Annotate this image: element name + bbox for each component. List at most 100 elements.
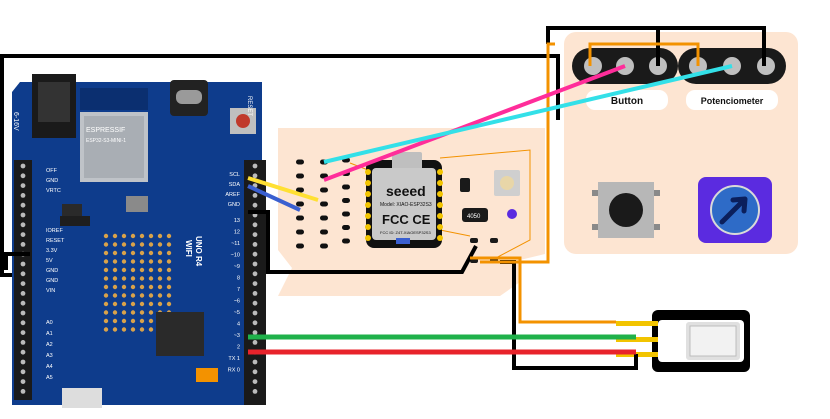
matrix-led: [130, 284, 136, 290]
pcb-trace: [439, 149, 531, 261]
matrix-led: [139, 233, 145, 239]
pcb-pad-column-right: [342, 157, 350, 244]
matrix-led: [166, 233, 172, 239]
matrix-led: [112, 293, 118, 298]
pcb-pad: [296, 215, 304, 221]
pcb-pad: [320, 201, 328, 207]
matrix-led: [148, 318, 154, 324]
header-pin: [20, 261, 26, 267]
right-pin-label: ~11: [231, 241, 240, 247]
arrow-icon: [719, 196, 748, 225]
pcb-pad: [320, 243, 328, 249]
header-pin: [20, 291, 26, 296]
header-pin: [20, 330, 26, 335]
header-pin: [20, 310, 26, 316]
header-pin: [252, 320, 258, 326]
pcb-pad: [320, 229, 328, 235]
header-pin: [252, 281, 258, 286]
left-pin-label: VRTC: [46, 188, 61, 194]
matrix-led: [130, 327, 136, 332]
matrix-led: [112, 318, 118, 324]
matrix-led: [148, 250, 154, 256]
matrix-led: [130, 293, 136, 298]
matrix-led: [166, 276, 172, 281]
wire-orange-led: [470, 256, 616, 324]
right-pin-label: RX 0: [228, 368, 240, 374]
matrix-led: [130, 242, 136, 247]
matrix-led: [121, 267, 127, 273]
pushbutton[interactable]: [592, 182, 660, 238]
right-pin-label: 2: [237, 345, 240, 351]
matrix-led: [130, 233, 136, 239]
left-pin-label: GND: [46, 278, 58, 284]
right-pin-label: SCL: [229, 172, 240, 178]
wire-blue-scl: [247, 184, 301, 212]
left-pin-label: A4: [46, 364, 53, 370]
header-pin: [252, 359, 258, 365]
left-pin-label: GND: [46, 268, 58, 274]
matrix-led: [157, 284, 163, 290]
wire-orange-button: [588, 42, 700, 66]
header-pin: [20, 242, 26, 247]
matrix-led: [103, 284, 109, 290]
header-pin: [20, 389, 26, 394]
matrix-led: [130, 318, 136, 324]
left-pin-label: RESET: [46, 238, 65, 244]
matrix-led: [112, 276, 118, 281]
matrix-led: [148, 310, 154, 315]
board-name-1: UNO R4: [194, 236, 203, 267]
wire-black-gnd-top: [0, 54, 560, 277]
header-pin: [20, 163, 26, 169]
xiao-pin: [437, 180, 443, 186]
xiao-pin: [437, 169, 443, 175]
pcb-pad: [320, 187, 328, 193]
matrix-led: [103, 293, 109, 298]
matrix-led: [148, 293, 154, 298]
matrix-led: [121, 284, 127, 290]
left-pin-label: 3.3V: [46, 248, 58, 254]
header-pin: [252, 261, 258, 267]
matrix-led: [112, 284, 118, 290]
right-pin-label: 7: [237, 287, 240, 293]
xiao-brand: seeed: [386, 183, 426, 199]
matrix-led: [148, 276, 154, 281]
right-pin-label: ~9: [234, 264, 240, 270]
header-pin: [20, 202, 26, 208]
header-pin: [20, 212, 26, 218]
wire-pink-button: [323, 64, 626, 182]
board-name-2: WIFI: [184, 240, 193, 257]
header-pin: [252, 340, 258, 345]
capacitor: [460, 178, 470, 192]
header-pin: [20, 320, 26, 326]
matrix-led: [139, 276, 145, 281]
left-pin-label: OFF: [46, 168, 58, 174]
pot-label: Potenciometer: [701, 96, 764, 106]
matrix-led: [148, 267, 154, 273]
pcb-pad: [296, 229, 304, 235]
left-pin-label: A5: [46, 375, 53, 381]
matrix-led: [139, 242, 145, 247]
matrix-led: [103, 242, 109, 247]
xiao-cert: FCC CE: [382, 212, 431, 227]
main-mcu-chip: [156, 312, 204, 356]
matrix-led: [103, 276, 109, 281]
matrix-led: [103, 267, 109, 273]
header-pin: [20, 359, 26, 365]
matrix-led: [103, 310, 109, 315]
chip-model-text: ESP32-S3-MINI-1: [86, 138, 126, 144]
left-pin-label: GND: [46, 178, 58, 184]
matrix-led: [103, 301, 109, 307]
matrix-led: [139, 293, 145, 298]
right-pin-label: ~3: [234, 333, 240, 339]
xiao-pin: [365, 191, 371, 197]
left-pin-label: VIN: [46, 288, 55, 294]
matrix-led: [130, 250, 136, 256]
potentiometer[interactable]: [698, 177, 772, 243]
header-pin: [252, 379, 258, 384]
power-label: 6-16V: [12, 112, 19, 131]
xiao-pin: [365, 169, 371, 175]
matrix-led: [121, 250, 127, 256]
xiao-pin: [437, 213, 443, 219]
wire-black-gnd-loop: [4, 252, 30, 270]
header-pin: [252, 202, 258, 208]
